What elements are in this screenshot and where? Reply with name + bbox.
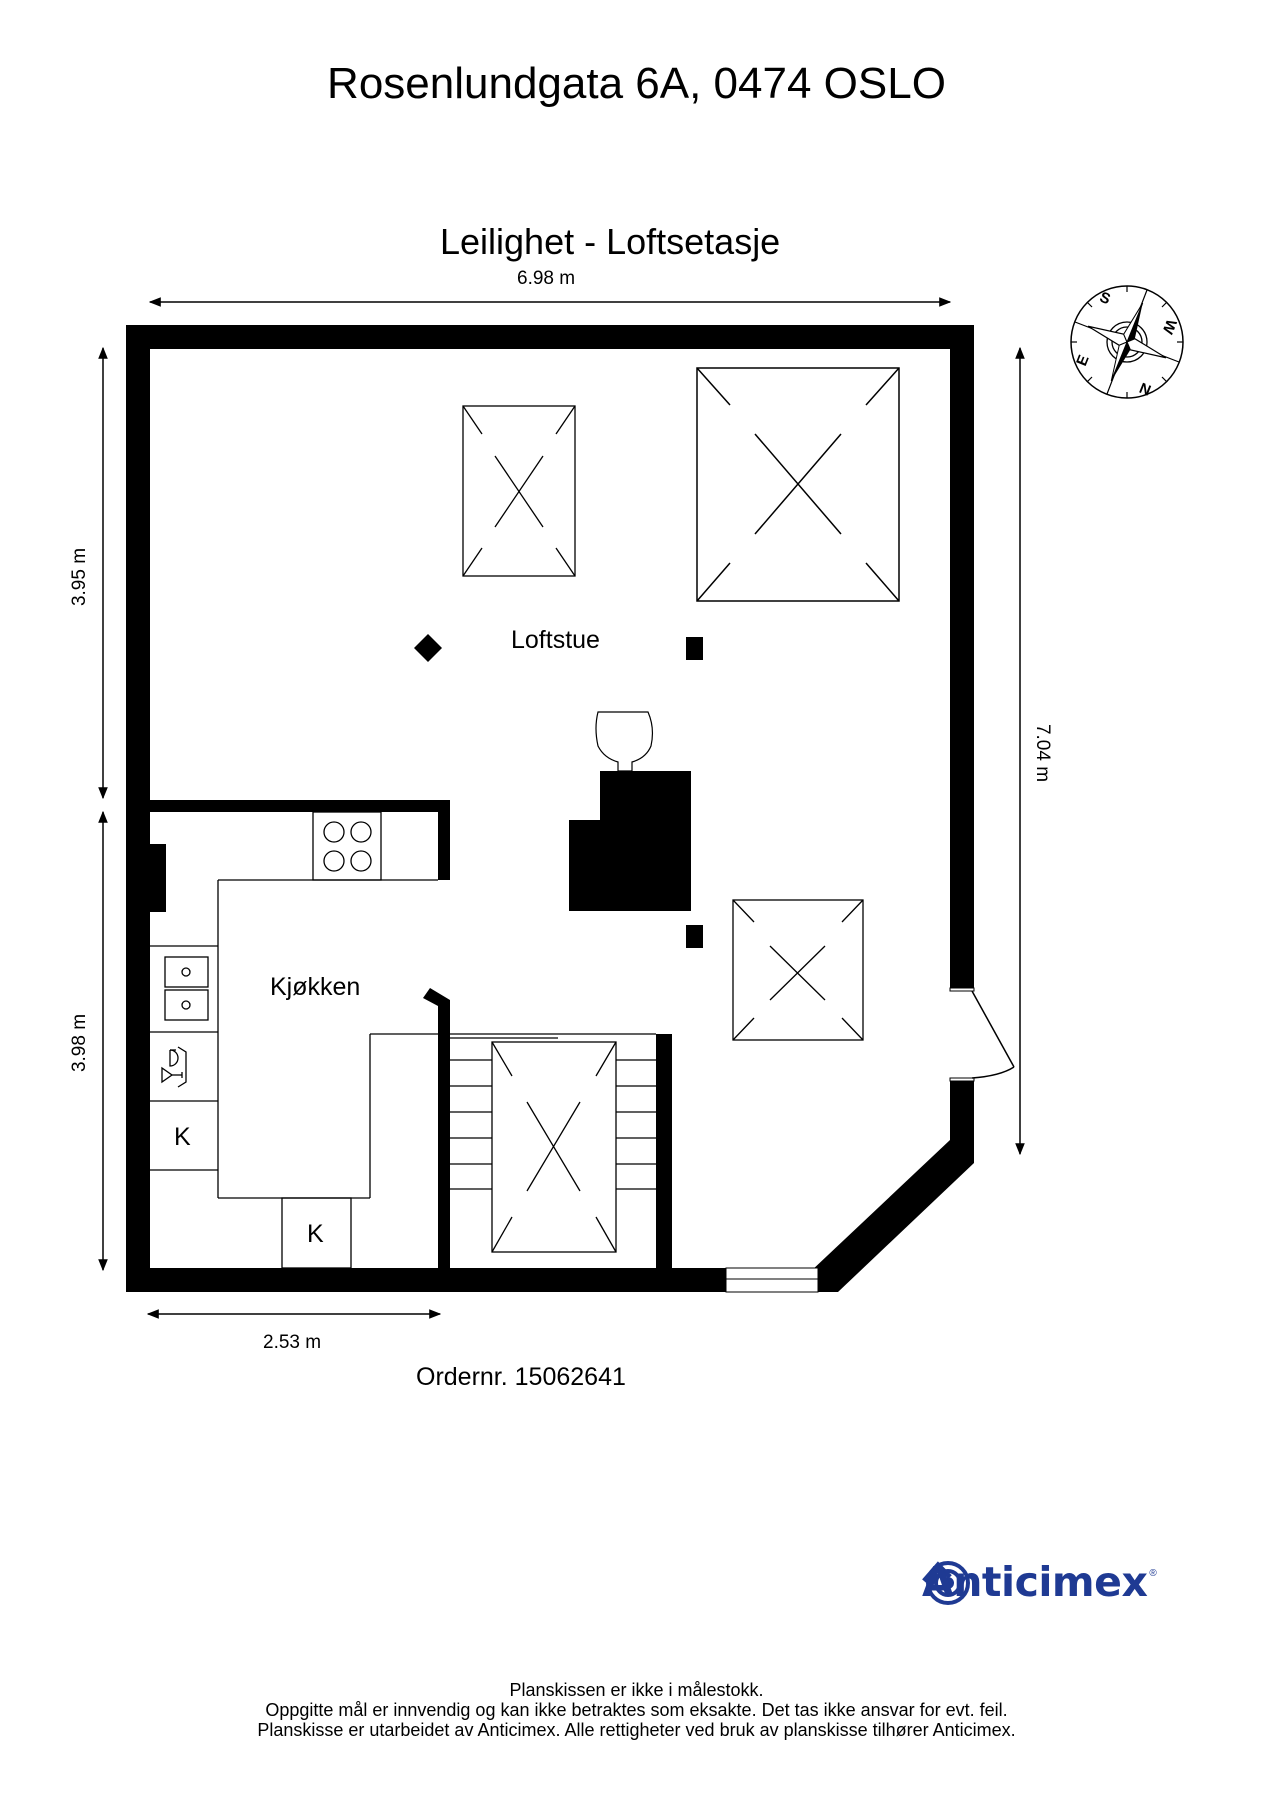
skylight-stair <box>491 1041 617 1253</box>
order-number: Ordernr. 15062641 <box>416 1363 626 1391</box>
footer-disclaimer: Planskissen er ikke i målestokk. Oppgitt… <box>0 1680 1273 1740</box>
fireplace-icon <box>569 711 691 911</box>
skylight-2 <box>696 367 900 602</box>
compass-rose-icon <box>1070 285 1184 399</box>
footer-line-1: Planskissen er ikke i målestokk. <box>509 1680 764 1700</box>
dimension-left-lower-label: 3.98 m <box>69 1013 90 1073</box>
dimension-top-label: 6.98 m <box>517 268 576 289</box>
dimension-right-label: 7.04 m <box>1032 723 1053 783</box>
anticimex-logo: Anticimex ® <box>922 1558 1157 1606</box>
kitchen-counter <box>150 879 438 1269</box>
dimension-left-upper-label: 3.95 m <box>69 547 90 607</box>
sink-icon <box>164 956 209 1021</box>
skylight-1 <box>462 405 576 577</box>
cabinet-label-k2: K <box>307 1220 324 1248</box>
room-label-loftstue: Loftstue <box>511 626 600 654</box>
registered-mark: ® <box>1149 1568 1157 1579</box>
dishwasher-icon <box>161 1046 187 1088</box>
bottom-window <box>725 1267 819 1293</box>
entry-door <box>949 987 1015 1082</box>
kitchen-walls <box>150 800 672 1270</box>
room-label-kjokken: Kjøkken <box>270 973 361 1001</box>
staircase <box>450 1033 656 1190</box>
brand-name: Anticimex <box>922 1558 1148 1606</box>
outer-walls <box>126 325 974 1292</box>
skylight-3 <box>732 899 864 1041</box>
stove-icon <box>312 811 382 881</box>
column-posts <box>414 634 703 948</box>
footer-line-2: Oppgitte mål er innvendig og kan ikke be… <box>265 1700 1008 1720</box>
cabinet-label-k1: K <box>174 1123 191 1151</box>
floor-title: Leilighet - Loftsetasje <box>440 221 781 262</box>
dimension-bottom-label: 2.53 m <box>263 1332 322 1353</box>
address-title: Rosenlundgata 6A, 0474 OSLO <box>327 59 946 108</box>
anticimex-logo-icon <box>922 1561 970 1605</box>
footer-line-3: Planskisse er utarbeidet av Anticimex. A… <box>257 1720 1016 1740</box>
